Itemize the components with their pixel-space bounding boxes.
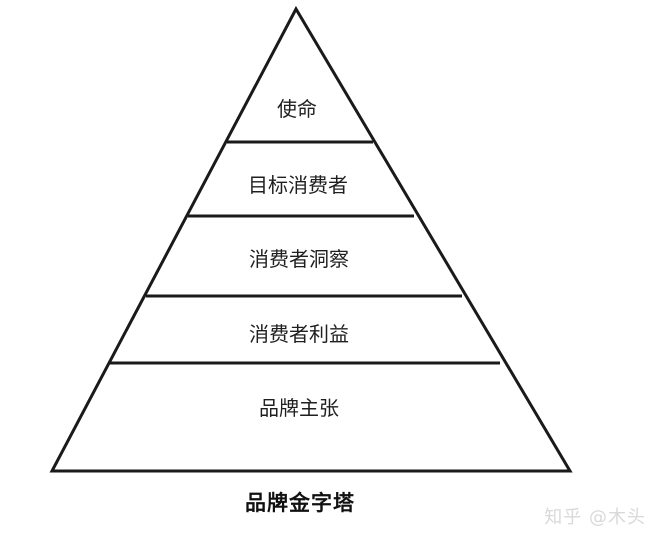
pyramid-outline [49, 5, 573, 473]
layer-label-consumer-insight: 消费者洞察 [249, 247, 349, 271]
diagram-caption: 品牌金字塔 [245, 491, 355, 515]
layer-label-brand-proposition: 品牌主张 [259, 396, 339, 420]
layer-label-target-consumer: 目标消费者 [248, 173, 348, 197]
watermark-text: 知乎 @木头 [544, 507, 646, 528]
layer-label-consumer-benefit: 消费者利益 [249, 322, 349, 346]
layer-label-mission: 使命 [277, 97, 317, 121]
